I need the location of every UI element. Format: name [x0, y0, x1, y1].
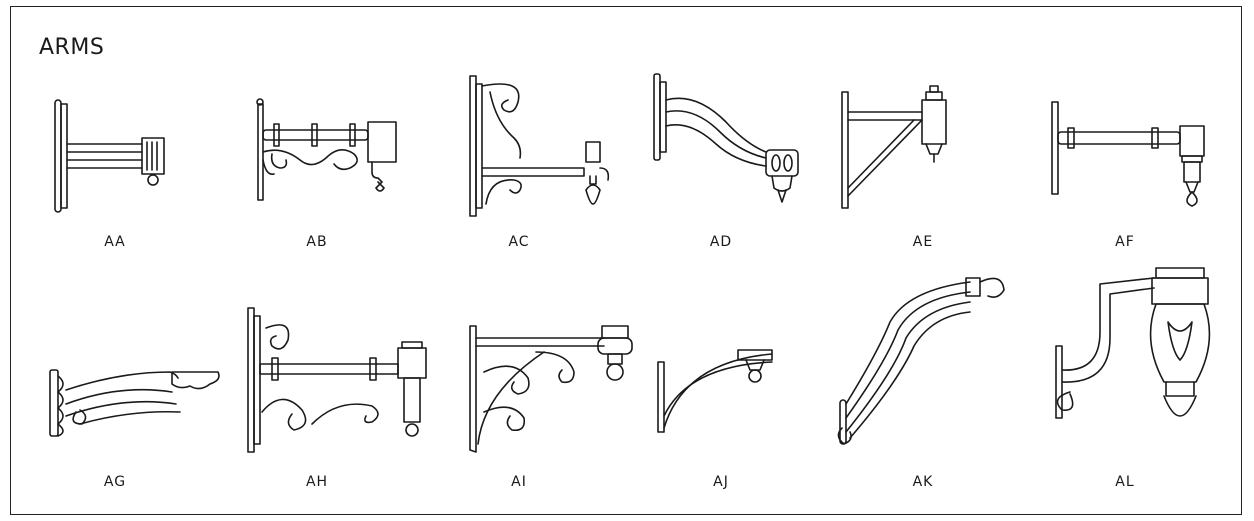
arm-ae-drawing: [841, 85, 947, 209]
arm-ah-drawing: [247, 307, 427, 453]
arm-code-aa: AA: [104, 234, 126, 250]
arm-code-af: AF: [1115, 234, 1135, 250]
arm-code-ab: AB: [306, 234, 328, 250]
arm-item-ak[interactable]: AK: [828, 277, 1018, 492]
arm-item-ab[interactable]: AB: [222, 72, 412, 252]
arm-aa-drawing: [54, 99, 165, 213]
arm-af-drawing: [1051, 101, 1205, 207]
arm-code-al: AL: [1115, 474, 1135, 490]
arm-code-ae: AE: [912, 234, 934, 250]
arm-item-af[interactable]: AF: [1030, 72, 1220, 252]
arm-code-ag: AG: [103, 474, 127, 490]
arm-ad-drawing: [653, 73, 799, 203]
arm-ag-drawing: [49, 369, 220, 437]
arm-ac-drawing: [469, 75, 610, 217]
arm-al-drawing: [1055, 267, 1211, 419]
section-title: ARMS: [39, 35, 105, 60]
arm-item-aa[interactable]: AA: [20, 72, 210, 252]
arm-item-ai[interactable]: AI: [424, 312, 633, 492]
arm-item-ah[interactable]: AH: [222, 307, 427, 492]
arm-ab-drawing: [256, 98, 397, 201]
arm-item-al[interactable]: AL: [1030, 267, 1220, 492]
arm-item-ad[interactable]: AD: [626, 72, 816, 252]
arm-item-ag[interactable]: AG: [20, 312, 220, 492]
arm-ai-drawing: [469, 325, 633, 453]
arm-code-ac: AC: [508, 234, 530, 250]
arm-code-ah: AH: [305, 474, 329, 490]
arm-item-aj[interactable]: AJ: [626, 312, 816, 492]
arm-item-ac[interactable]: AC: [424, 72, 614, 252]
arm-code-aj: AJ: [713, 474, 729, 490]
arm-aj-drawing: [657, 349, 773, 433]
arm-code-ak: AK: [912, 474, 934, 490]
arm-code-ad: AD: [709, 234, 733, 250]
catalog-frame: ARMS: [10, 6, 1242, 515]
arm-code-ai: AI: [511, 474, 527, 490]
arm-ak-drawing: [837, 277, 1005, 445]
arm-item-ae[interactable]: AE: [828, 72, 1018, 252]
